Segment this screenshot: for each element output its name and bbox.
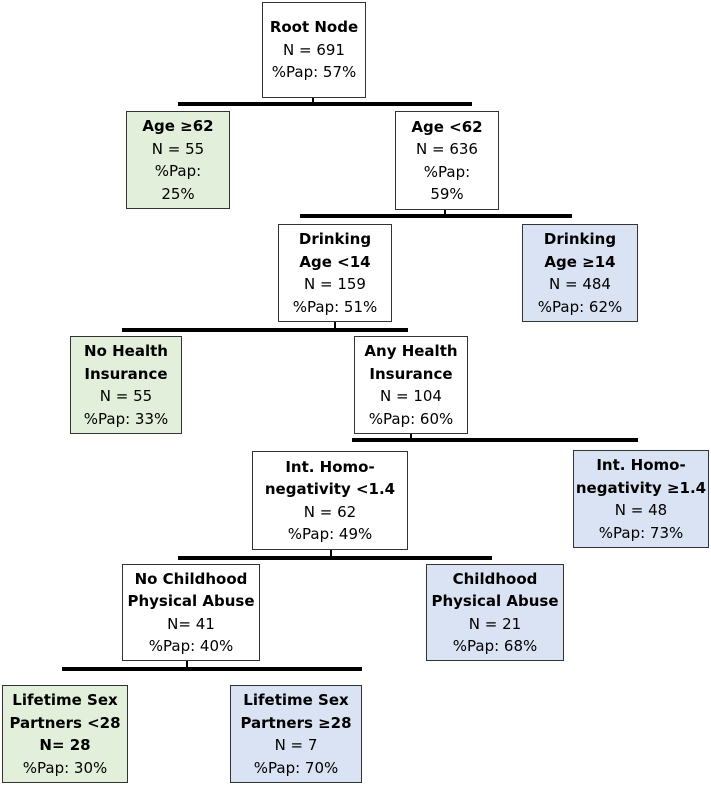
connector-root — [312, 98, 314, 105]
node-pap: %Pap: 60% — [368, 409, 454, 428]
node-pap: %Pap: 40% — [148, 637, 234, 655]
node-partners-ge28: Lifetime Sex Partners ≥28 N = 7 %Pap: 70… — [230, 685, 362, 783]
node-root: Root Node N = 691 %Pap: 57% — [262, 2, 366, 98]
node-count: N= 28 — [39, 736, 91, 754]
node-count: N = 104 — [380, 387, 442, 405]
split-bar-abuse — [178, 556, 492, 560]
connector-age-lt62 — [444, 210, 446, 217]
node-partners-lt28: Lifetime Sex Partners <28 N= 28 %Pap: 30… — [2, 685, 128, 783]
node-title: Physical Abuse — [127, 592, 255, 610]
node-title: Partners ≥28 — [240, 713, 352, 732]
node-pap-value: 25% — [161, 184, 195, 203]
split-bar-drinking — [300, 214, 572, 218]
node-title: Int. Homo- — [596, 456, 686, 474]
node-count: N = 691 — [283, 40, 345, 59]
node-title: Lifetime Sex — [243, 691, 349, 709]
node-count: N = 62 — [303, 502, 357, 521]
node-title: Age <14 — [299, 252, 371, 271]
node-any-health-insurance: Any Health Insurance N = 104 %Pap: 60% — [354, 336, 468, 434]
split-bar-homonegativity — [352, 438, 638, 442]
node-pap-label: %Pap: — [423, 162, 471, 181]
node-drinking-lt14: Drinking Age <14 N = 159 %Pap: 51% — [278, 224, 392, 322]
node-pap: %Pap: 70% — [253, 758, 339, 777]
node-title: Childhood — [452, 569, 538, 588]
node-count: N = 55 — [99, 387, 153, 405]
node-pap: %Pap: 33% — [83, 409, 169, 428]
node-pap: %Pap: 57% — [271, 63, 357, 82]
node-title: Physical Abuse — [431, 592, 559, 610]
node-title: Age ≥62 — [142, 117, 214, 135]
node-title: No Childhood — [134, 569, 248, 588]
split-bar-insurance — [122, 328, 408, 332]
node-count: N = 55 — [151, 139, 205, 158]
split-bar-age — [178, 102, 472, 106]
connector-any-health — [410, 434, 412, 441]
node-pap: %Pap: 51% — [292, 297, 378, 316]
node-homonegativity-lt: Int. Homo- negativity <1.4 N = 62 %Pap: … — [252, 451, 408, 550]
node-title: negativity <1.4 — [264, 480, 396, 498]
split-bar-partners — [62, 667, 362, 671]
node-count: N = 7 — [274, 736, 318, 754]
node-drinking-ge14: Drinking Age ≥14 N = 484 %Pap: 62% — [522, 224, 638, 322]
node-count: N = 21 — [468, 614, 522, 633]
node-title: Insurance — [84, 364, 168, 383]
connector-drinking-lt14 — [334, 322, 336, 329]
node-title: Drinking — [298, 230, 372, 248]
node-pap: %Pap: 73% — [598, 523, 684, 542]
node-title: Root Node — [269, 18, 359, 37]
node-title: Insurance — [369, 364, 453, 383]
node-age-ge62: Age ≥62 N = 55 %Pap: 25% — [126, 111, 230, 209]
node-pap: %Pap: 62% — [537, 297, 623, 316]
node-pap-label: %Pap: — [154, 162, 202, 180]
node-title: No Health — [84, 342, 168, 360]
node-title: Partners <28 — [9, 713, 121, 732]
node-pap: %Pap: 49% — [287, 525, 373, 543]
node-title: Drinking — [543, 230, 617, 248]
node-title: Age <62 — [411, 117, 483, 136]
node-no-childhood-abuse: No Childhood Physical Abuse N= 41 %Pap: … — [122, 564, 260, 661]
node-title: Age ≥14 — [544, 252, 616, 271]
node-title: Any Health — [364, 342, 458, 360]
node-no-health-insurance: No Health Insurance N = 55 %Pap: 33% — [70, 336, 182, 434]
connector-no-abuse — [186, 661, 188, 668]
node-pap: %Pap: 68% — [452, 637, 538, 655]
node-count: N = 484 — [549, 275, 611, 293]
node-count: N = 636 — [416, 140, 478, 158]
node-homonegativity-ge: Int. Homo- negativity ≥1.4 N = 48 %Pap: … — [573, 450, 709, 548]
node-count: N= 41 — [167, 614, 215, 633]
node-age-lt62: Age <62 N = 636 %Pap: 59% — [395, 111, 499, 210]
node-childhood-abuse: Childhood Physical Abuse N = 21 %Pap: 68… — [426, 564, 564, 661]
connector-homoneg-lt — [330, 550, 332, 557]
node-count: N = 48 — [614, 501, 668, 519]
node-pap: %Pap: 30% — [22, 758, 108, 777]
node-title: negativity ≥1.4 — [575, 478, 707, 497]
node-title: Lifetime Sex — [12, 691, 118, 709]
node-title: Int. Homo- — [285, 457, 375, 476]
node-count: N = 159 — [304, 275, 366, 293]
node-pap-value: 59% — [430, 185, 464, 203]
